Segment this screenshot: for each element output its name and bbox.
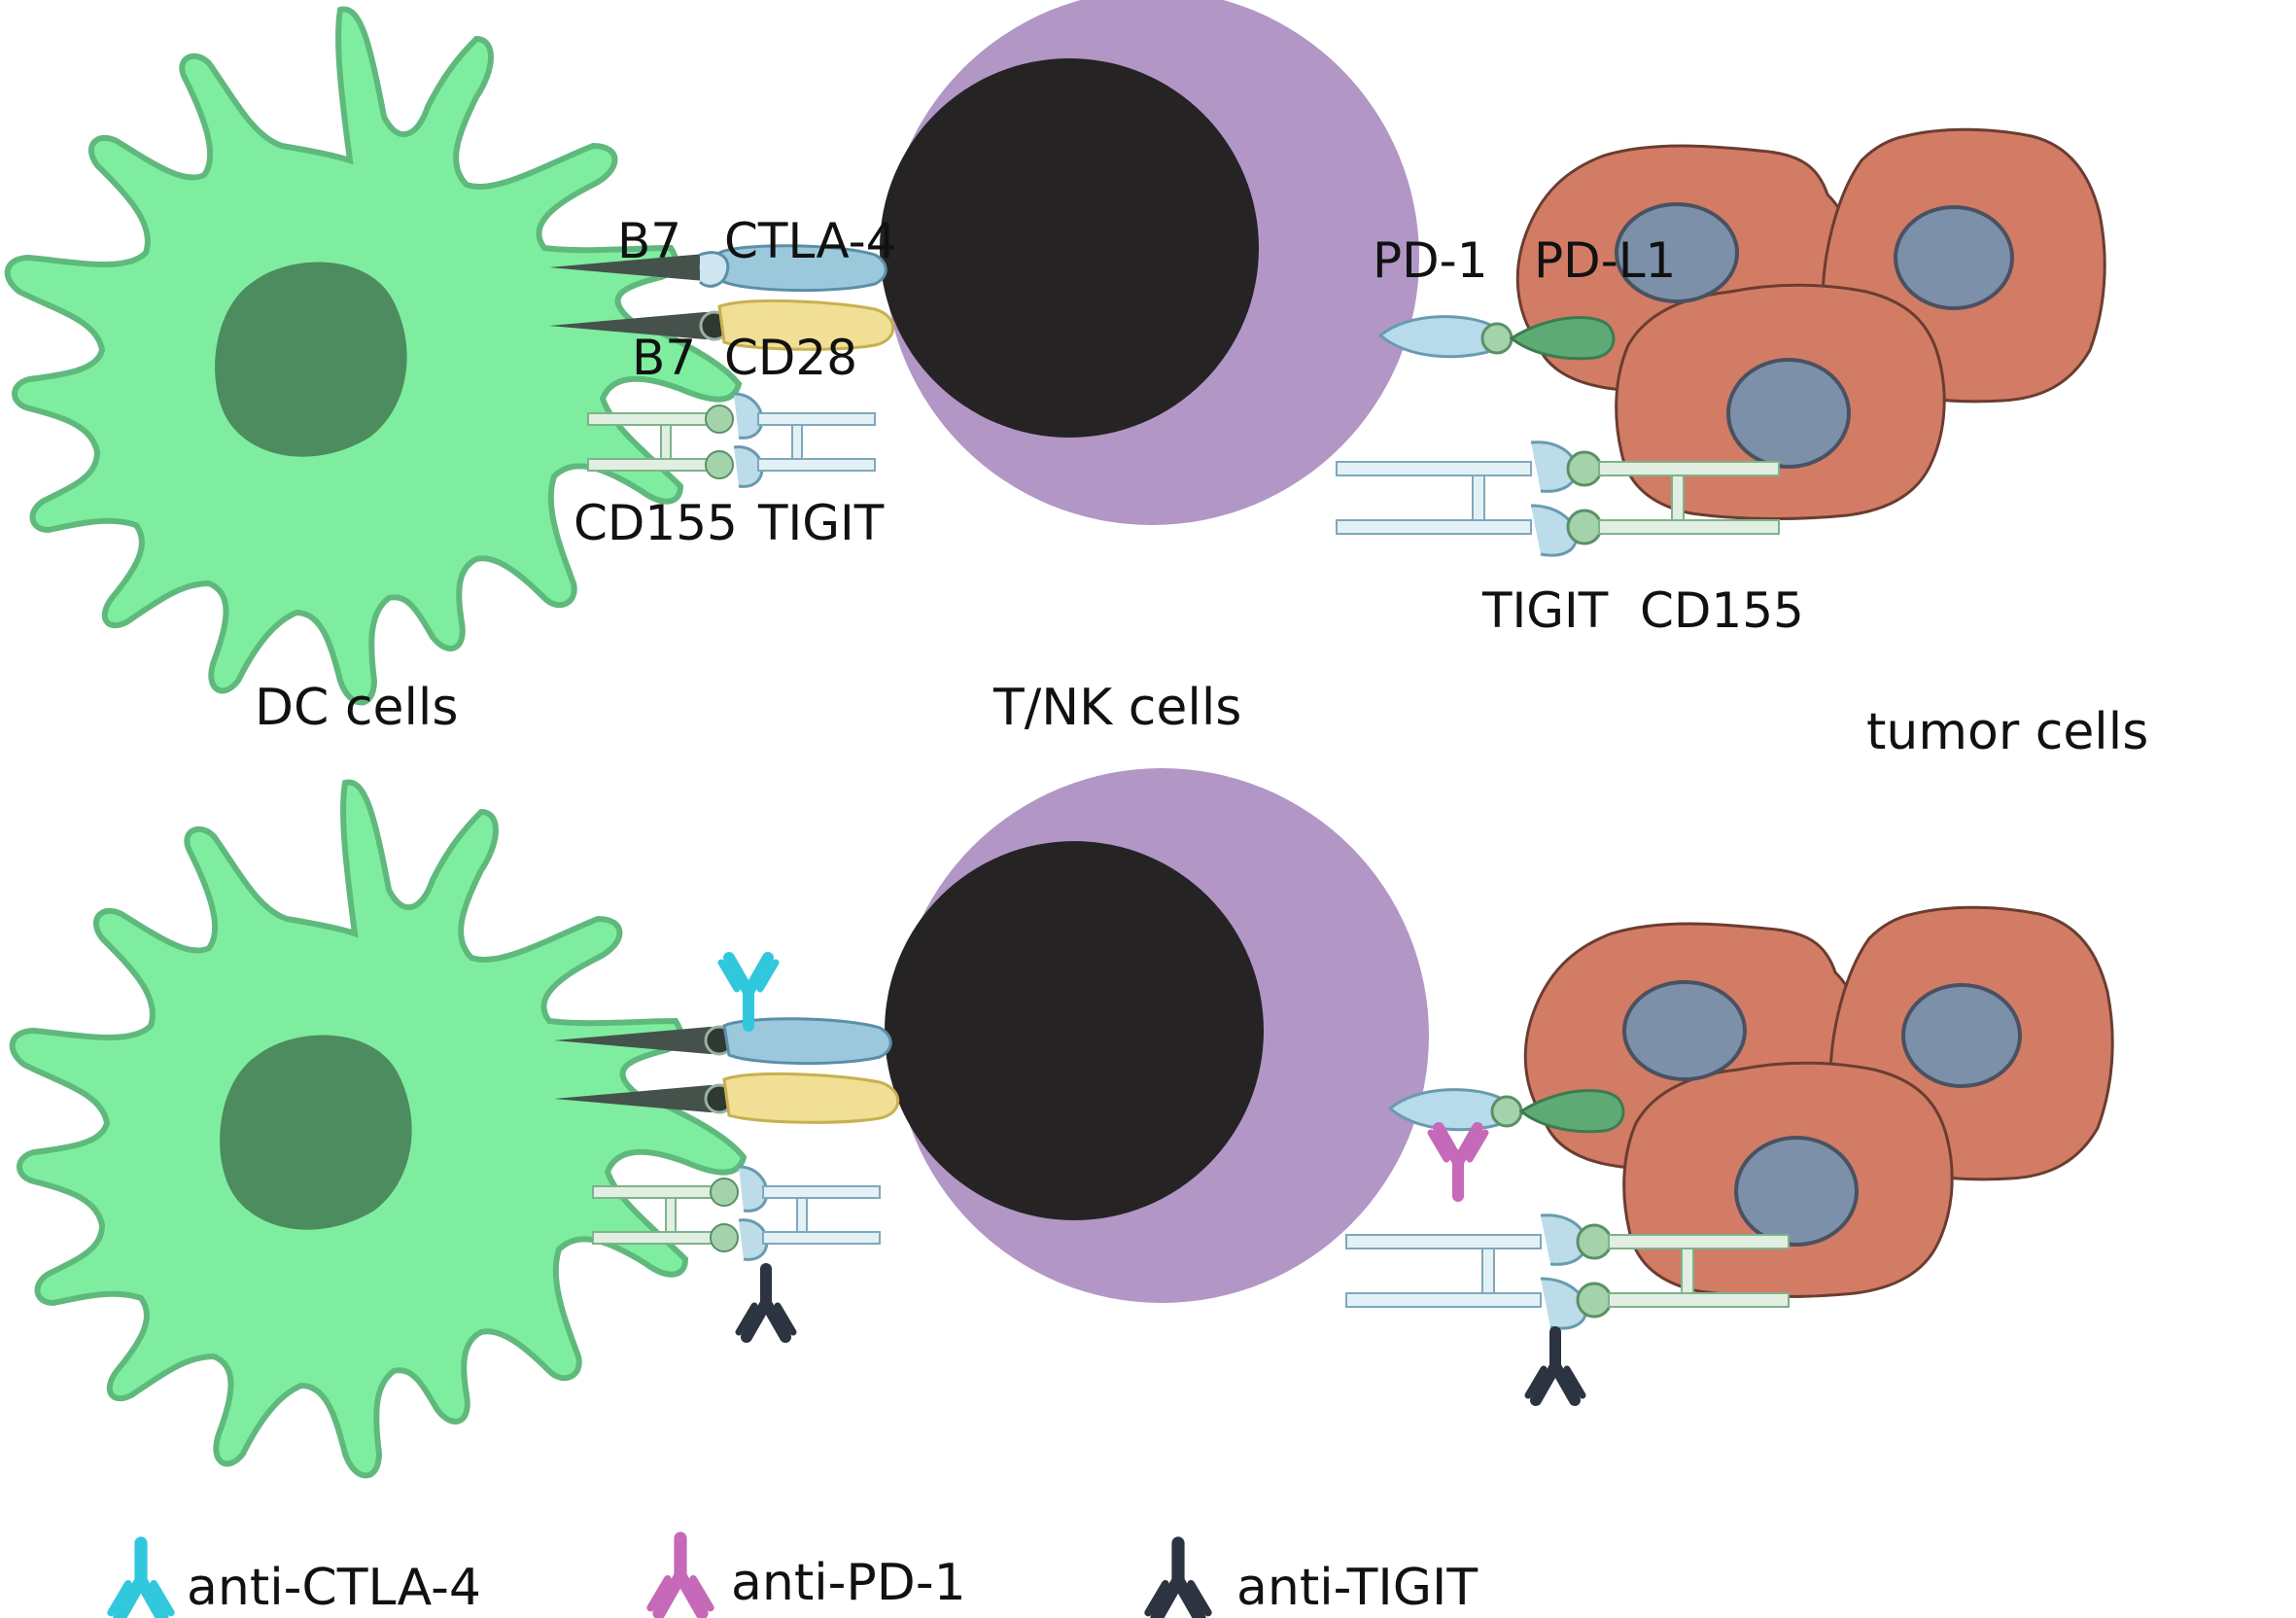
tigit-cd155-complex-right-treated xyxy=(1345,1214,1790,1330)
dc-cell-treated xyxy=(13,783,744,1476)
anti-pd1-antibody-bound xyxy=(1431,1128,1485,1196)
ctla4-receptor xyxy=(717,244,887,293)
tnk-cell-treated xyxy=(885,768,1429,1303)
cd28-receptor-treated xyxy=(722,1072,900,1124)
caption-dc-cells: DC cells xyxy=(255,679,458,737)
anti-tigit-antibody-bound-left xyxy=(739,1269,793,1337)
label-ctla4: CTLA-4 xyxy=(724,213,896,269)
label-pdl1: PD-L1 xyxy=(1534,232,1676,289)
pdl1-ligand xyxy=(1509,315,1616,361)
legend-item-anti-tigit: anti-TIGIT xyxy=(1148,1543,1478,1618)
anti-ctla4-antibody-bound xyxy=(721,958,776,1026)
cd28-receptor xyxy=(717,299,895,351)
ctla4-receptor-treated xyxy=(722,1017,892,1066)
legend-item-anti-pd1: anti-PD-1 xyxy=(650,1538,966,1613)
top-panel: B7 CTLA-4 B7 CD28 CD155 TIGIT PD-1 PD-L1… xyxy=(8,0,2148,761)
caption-tnk-cells: T/NK cells xyxy=(992,679,1241,737)
legend-label-anti-ctla4: anti-CTLA-4 xyxy=(187,1559,481,1617)
label-b7-lower: B7 xyxy=(632,330,696,386)
label-pd1: PD-1 xyxy=(1373,232,1488,289)
caption-tumor-cells: tumor cells xyxy=(1866,703,2148,761)
label-tigit-right: TIGIT xyxy=(1481,582,1609,639)
antibody-icon xyxy=(650,1538,711,1613)
cd155-tigit-complex-left xyxy=(587,392,876,488)
legend-label-anti-pd1: anti-PD-1 xyxy=(731,1554,966,1612)
anti-tigit-antibody-bound-right xyxy=(1528,1332,1583,1400)
label-cd28: CD28 xyxy=(724,330,857,386)
label-cd155-left: CD155 xyxy=(574,495,738,551)
label-tigit-left: TIGIT xyxy=(757,495,885,551)
label-b7-upper: B7 xyxy=(617,213,681,269)
antibody-icon xyxy=(1148,1543,1208,1618)
antibody-icon xyxy=(111,1543,171,1618)
bottom-panel xyxy=(13,768,2115,1476)
label-cd155-right: CD155 xyxy=(1640,582,1804,639)
pdl1-ligand-treated xyxy=(1518,1088,1625,1134)
tnk-cell xyxy=(880,0,1419,525)
dc-cell xyxy=(8,10,739,703)
cd155-tigit-complex-left-treated xyxy=(592,1165,881,1261)
tigit-cd155-complex-right xyxy=(1336,440,1780,557)
legend-label-anti-tigit: anti-TIGIT xyxy=(1236,1559,1478,1617)
legend: anti-CTLA-4 anti-PD-1 anti-TIGIT xyxy=(111,1538,1478,1618)
legend-item-anti-ctla4: anti-CTLA-4 xyxy=(111,1543,481,1618)
